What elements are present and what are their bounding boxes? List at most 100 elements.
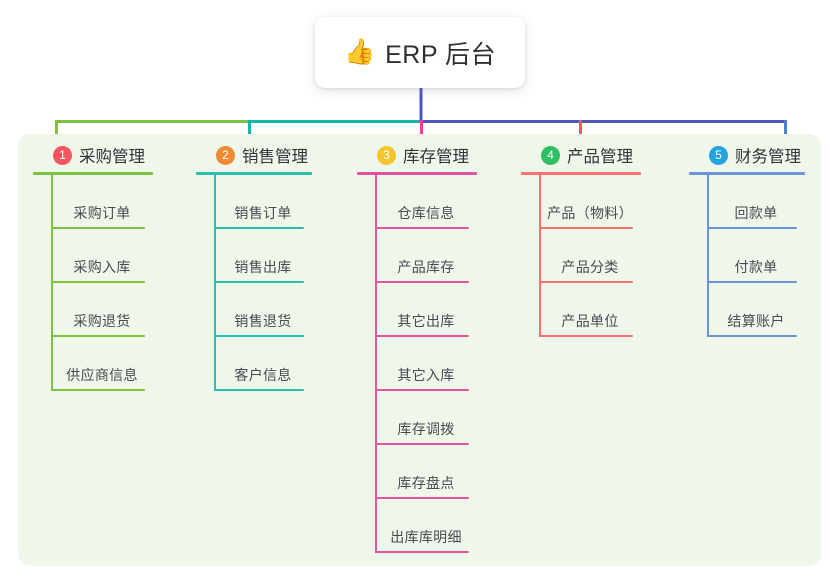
leaf-item-label: 销售订单 (234, 205, 292, 221)
branch-badge-3: 3 (377, 145, 396, 165)
branch-column-2: 2 销售管理销售订单销售出库销售退货客户信息 (196, 142, 312, 391)
leaf-item-rule (375, 443, 469, 445)
leaf-item-label: 销售出库 (234, 259, 292, 275)
branch-badge-4: 4 (541, 145, 560, 165)
branch-spine-3 (375, 175, 377, 553)
branch-items-3: 仓库信息产品库存其它出库其它入库库存调拨库存盘点出库库明细 (357, 175, 477, 553)
branch-column-3: 3 库存管理仓库信息产品库存其它出库其它入库库存调拨库存盘点出库库明细 (357, 142, 477, 553)
leaf-item[interactable]: 销售出库 (214, 229, 312, 283)
leaf-item[interactable]: 库存盘点 (375, 445, 477, 499)
leaf-item-rule (214, 227, 304, 229)
leaf-item[interactable]: 产品库存 (375, 229, 477, 283)
branch-spine-1 (51, 175, 53, 391)
leaf-item-rule (375, 497, 469, 499)
branch-spine-5 (707, 175, 709, 337)
leaf-item-label: 采购订单 (73, 205, 131, 221)
branch-badge-5: 5 (709, 145, 728, 165)
branch-title-1: 采购管理 (79, 148, 145, 166)
branch-underline-3 (357, 172, 477, 175)
branch-header-1[interactable]: 1 采购管理 (33, 142, 153, 168)
leaf-item-label: 采购退货 (73, 313, 131, 329)
leaf-item-rule (375, 551, 469, 553)
leaf-item[interactable]: 回款单 (707, 175, 805, 229)
branch-items-4: 产品（物料） 产品分类产品单位 (521, 175, 641, 337)
branch-underline-4 (521, 172, 641, 175)
leaf-item-rule (539, 227, 633, 229)
leaf-item[interactable]: 采购订单 (51, 175, 153, 229)
leaf-item-rule (214, 335, 304, 337)
branch-items-1: 采购订单采购入库采购退货供应商信息 (33, 175, 153, 391)
leaf-item-label: 回款单 (734, 205, 778, 221)
leaf-item[interactable]: 采购入库 (51, 229, 153, 283)
leaf-item[interactable]: 客户信息 (214, 337, 312, 391)
leaf-item-rule (51, 227, 145, 229)
leaf-item[interactable]: 其它入库 (375, 337, 477, 391)
leaf-item-label: 仓库信息 (397, 205, 455, 221)
branch-items-5: 回款单付款单结算账户 (689, 175, 805, 337)
branch-title-3: 库存管理 (403, 148, 469, 166)
leaf-item[interactable]: 库存调拨 (375, 391, 477, 445)
leaf-item[interactable]: 销售订单 (214, 175, 312, 229)
leaf-item[interactable]: 其它出库 (375, 283, 477, 337)
branch-column-1: 1 采购管理采购订单采购入库采购退货供应商信息 (33, 142, 153, 391)
leaf-item-rule (707, 335, 797, 337)
branch-header-3[interactable]: 3 库存管理 (357, 142, 477, 168)
leaf-item[interactable]: 产品单位 (539, 283, 641, 337)
leaf-item-rule (214, 389, 304, 391)
leaf-item-rule (539, 335, 633, 337)
root-title: ERP 后台 (385, 40, 497, 69)
branch-title-2: 销售管理 (242, 148, 308, 166)
branch-title-5: 财务管理 (735, 148, 801, 166)
branch-underline-1 (33, 172, 153, 175)
branch-underline-2 (196, 172, 312, 175)
branch-header-2[interactable]: 2 销售管理 (196, 142, 312, 168)
branch-column-5: 5 财务管理回款单付款单结算账户 (689, 142, 805, 337)
thumbs-up-icon: 👍 (343, 38, 376, 66)
leaf-item-label: 付款单 (734, 259, 778, 275)
leaf-item[interactable]: 仓库信息 (375, 175, 477, 229)
leaf-item-rule (707, 281, 797, 283)
leaf-item-label: 销售退货 (234, 313, 292, 329)
leaf-item-rule (51, 281, 145, 283)
leaf-item-label: 库存调拨 (397, 421, 455, 437)
leaf-item-rule (51, 389, 145, 391)
leaf-item-label: 库存盘点 (397, 475, 455, 491)
leaf-item[interactable]: 供应商信息 (51, 337, 153, 391)
leaf-item[interactable]: 采购退货 (51, 283, 153, 337)
leaf-item-label: 其它入库 (397, 367, 455, 383)
leaf-item-rule (539, 281, 633, 283)
leaf-item-label: 供应商信息 (66, 367, 138, 383)
leaf-item-label: 客户信息 (234, 367, 292, 383)
branch-badge-2: 2 (216, 145, 235, 165)
leaf-item-label: 产品库存 (397, 259, 455, 275)
leaf-item-rule (375, 389, 469, 391)
branch-header-4[interactable]: 4 产品管理 (521, 142, 641, 168)
leaf-item-rule (214, 281, 304, 283)
diagram-panel (18, 134, 821, 566)
leaf-item-rule (707, 227, 797, 229)
root-node-card[interactable]: 👍 ERP 后台 (315, 17, 525, 88)
branch-badge-1: 1 (53, 145, 72, 165)
leaf-item-label: 其它出库 (397, 313, 455, 329)
leaf-item[interactable]: 出库库明细 (375, 499, 477, 553)
leaf-item[interactable]: 销售退货 (214, 283, 312, 337)
branch-underline-5 (689, 172, 805, 175)
branch-column-4: 4 产品管理产品（物料） 产品分类产品单位 (521, 142, 641, 337)
leaf-item-label: 产品单位 (561, 313, 619, 329)
branch-header-5[interactable]: 5 财务管理 (689, 142, 805, 168)
leaf-item-rule (375, 335, 469, 337)
leaf-item-rule (375, 281, 469, 283)
leaf-item-rule (375, 227, 469, 229)
leaf-item[interactable]: 产品（物料） (539, 175, 641, 229)
leaf-item[interactable]: 产品分类 (539, 229, 641, 283)
leaf-item-label: 出库库明细 (390, 529, 462, 545)
branch-title-4: 产品管理 (567, 148, 633, 166)
leaf-item-label: 产品（物料） (547, 205, 633, 221)
leaf-item-label: 结算账户 (727, 313, 785, 329)
leaf-item[interactable]: 结算账户 (707, 283, 805, 337)
leaf-item-label: 产品分类 (561, 259, 619, 275)
leaf-item-label: 采购入库 (73, 259, 131, 275)
leaf-item-rule (51, 335, 145, 337)
branch-spine-2 (214, 175, 216, 391)
leaf-item[interactable]: 付款单 (707, 229, 805, 283)
